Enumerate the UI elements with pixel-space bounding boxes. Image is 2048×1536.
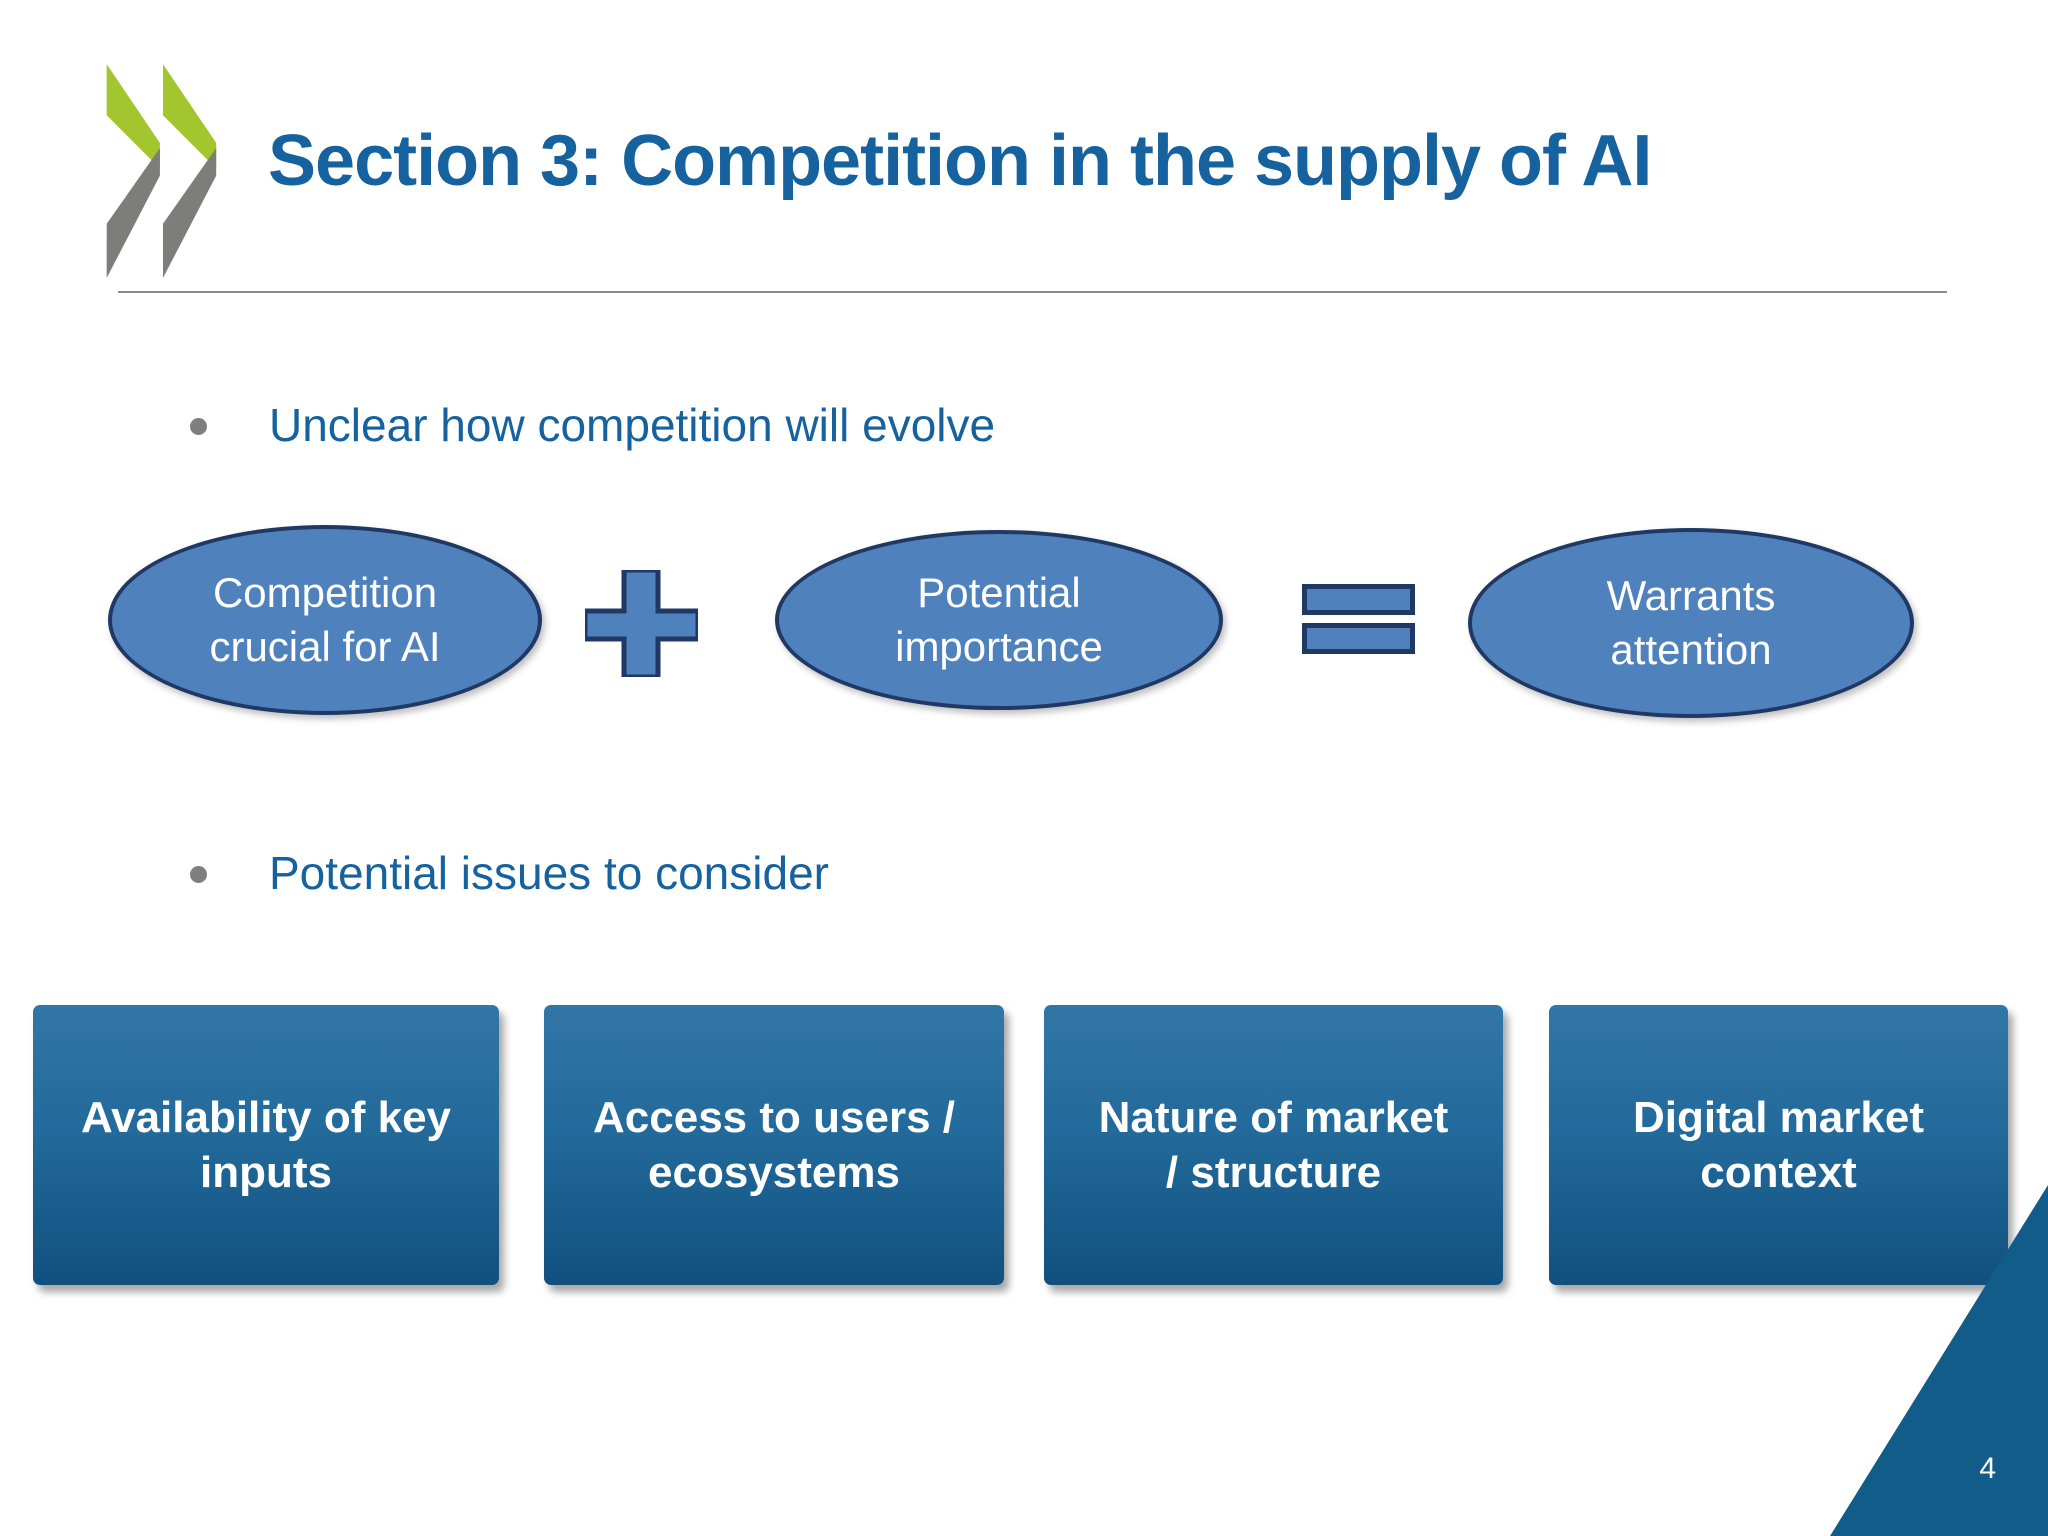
issue-box-access-to-users-ecosystems: Access to users / ecosystems xyxy=(544,1005,1004,1285)
equals-icon xyxy=(1302,584,1415,654)
bullet-item: Unclear how competition will evolve xyxy=(190,398,995,452)
issue-box-digital-market-context: Digital market context xyxy=(1549,1005,2008,1285)
bullet-dot-icon xyxy=(190,866,207,883)
bullet-text: Unclear how competition will evolve xyxy=(269,399,996,451)
issue-box-text-line: context xyxy=(1700,1148,1857,1197)
equation-operand-importance: Potential importance xyxy=(775,530,1223,710)
ellipse-text-line: crucial for AI xyxy=(209,623,441,670)
title-divider xyxy=(118,291,1947,293)
issue-box-text-line: Nature of market xyxy=(1098,1093,1449,1142)
issue-box-nature-of-market-structure: Nature of market / structure xyxy=(1044,1005,1503,1285)
ellipse-text-line: attention xyxy=(1610,626,1772,673)
issue-box-availability-of-key-inputs: Availability of key inputs xyxy=(33,1005,499,1285)
equation-result-warrants-attention: Warrants attention xyxy=(1468,528,1914,718)
issue-box-text-line: Digital market xyxy=(1633,1093,1924,1142)
page-title: Section 3: Competition in the supply of … xyxy=(268,121,1652,201)
bullet-item: Potential issues to consider xyxy=(190,846,829,900)
ellipse-text-line: Potential xyxy=(917,569,1081,617)
page-number: 4 xyxy=(1979,1452,1996,1485)
issue-box-text-line: Availability of key xyxy=(80,1093,452,1142)
bullet-text: Potential issues to consider xyxy=(269,847,829,899)
ellipse-text-line: Competition xyxy=(212,569,438,617)
issue-box-text-line: Access to users / xyxy=(593,1093,955,1142)
issue-box-text-line: inputs xyxy=(200,1148,332,1197)
bullet-dot-icon xyxy=(190,418,207,435)
issue-box-text-line: ecosystems xyxy=(648,1148,900,1197)
equation-operand-competition: Competition crucial for AI xyxy=(108,525,542,715)
plus-icon xyxy=(585,570,698,677)
issue-box-text-line: / structure xyxy=(1165,1148,1382,1197)
oecd-chevrons-logo-icon xyxy=(106,64,217,278)
ellipse-text-line: Warrants xyxy=(1606,572,1776,620)
ellipse-text-line: importance xyxy=(895,623,1103,670)
